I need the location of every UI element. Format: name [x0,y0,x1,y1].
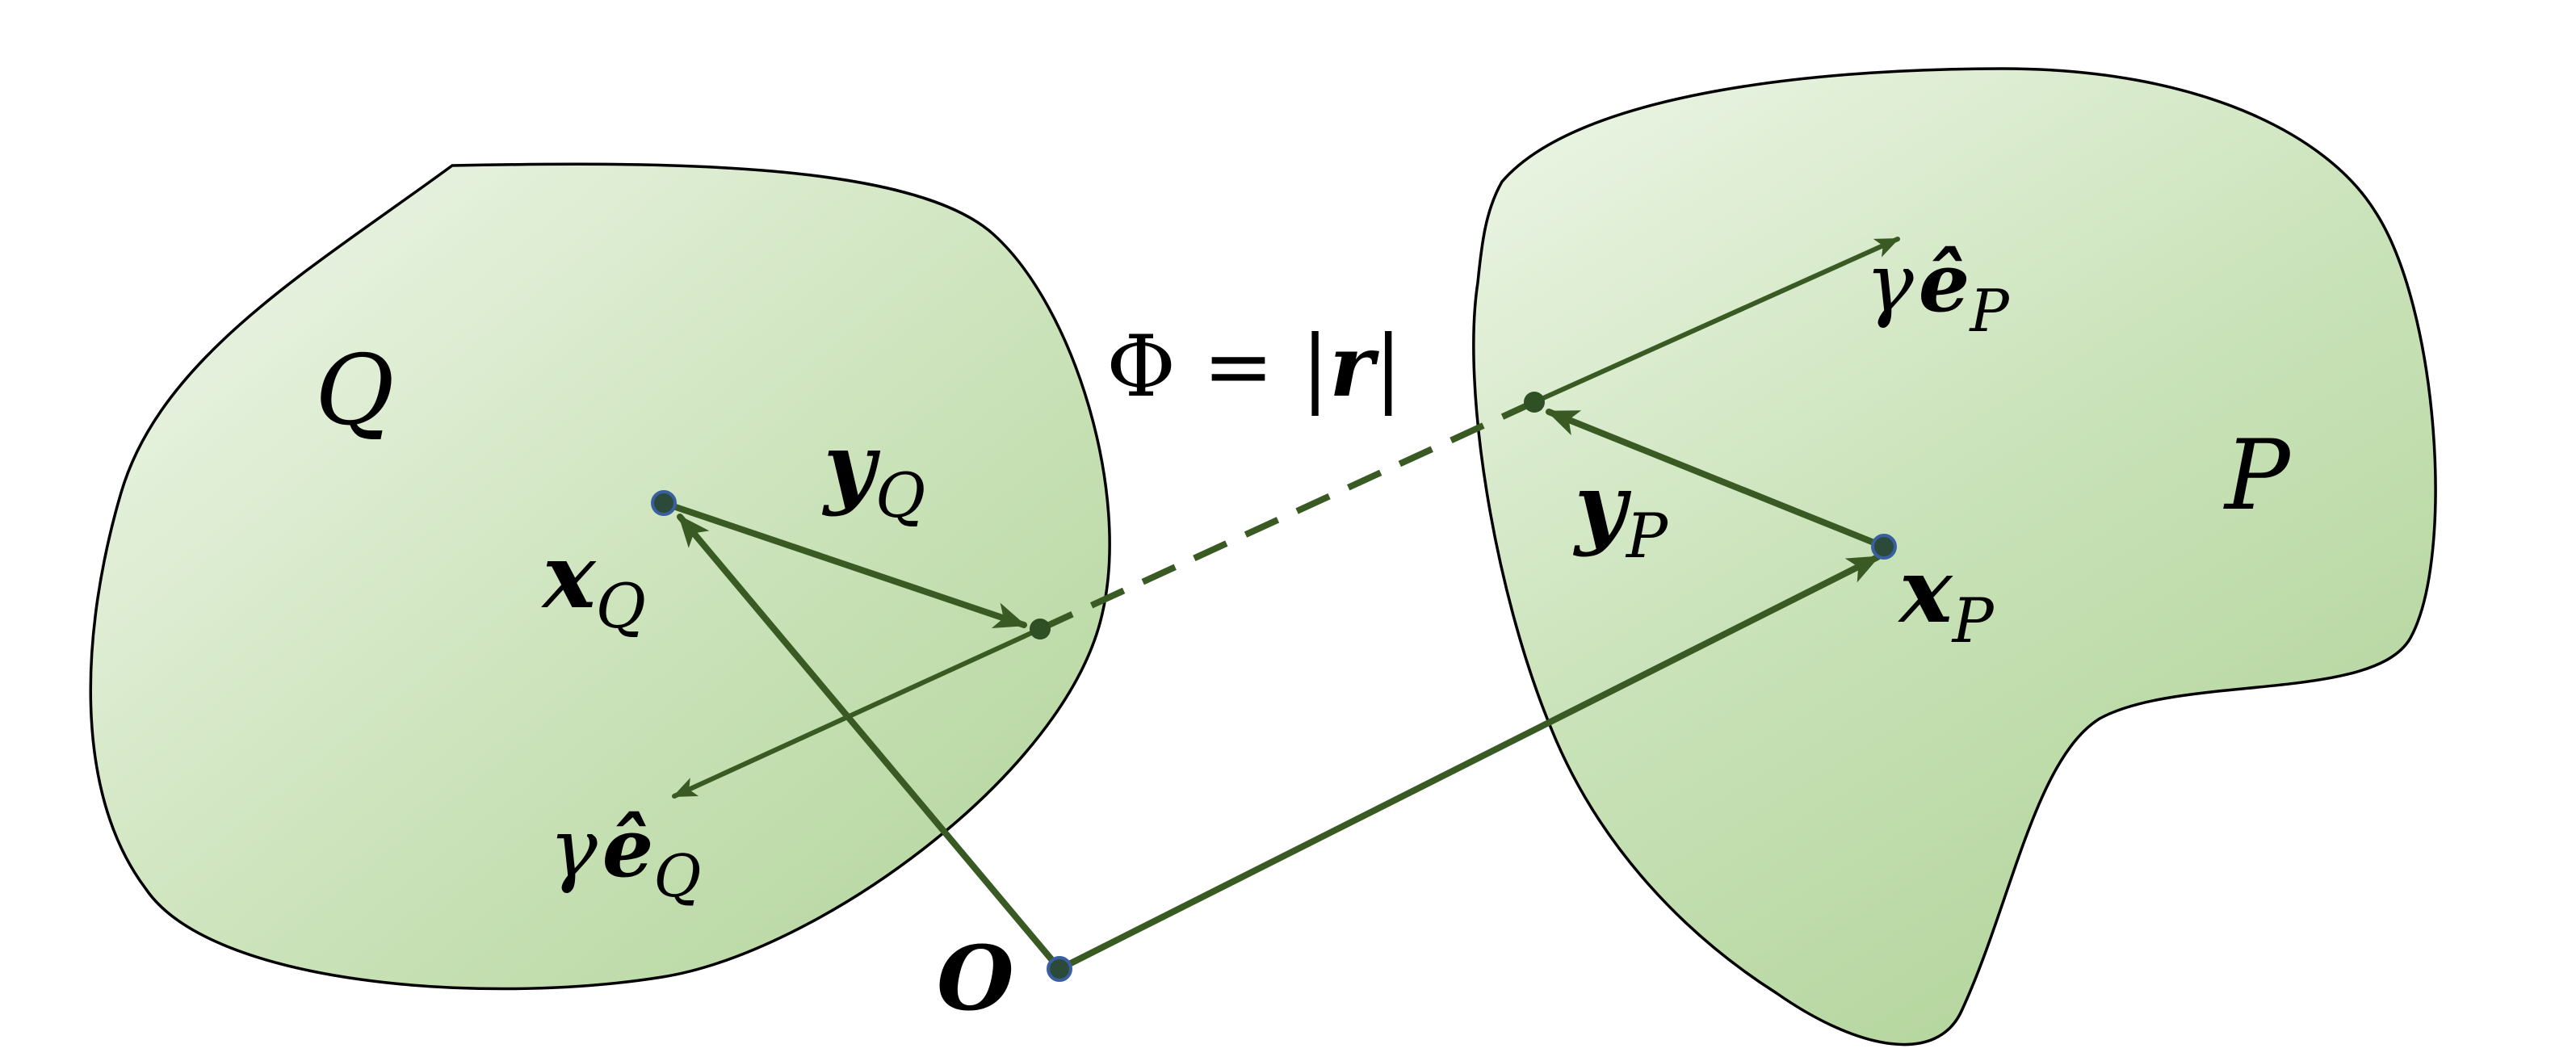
region-p [1472,67,2437,1046]
label-region-p: P [2223,420,2292,532]
label-y-q: yQ [821,413,925,531]
label-e-q: γêQ [549,800,701,910]
point-x-q [651,490,677,516]
label-y-p: yP [1572,454,1669,572]
point-surface-q [1030,619,1051,640]
vector-y-p [1546,409,1887,550]
vector-x-q [677,514,1063,972]
point-origin [1047,956,1072,982]
vector-y-q [661,500,1027,629]
label-e-p: γêP [1865,235,2010,345]
vector-e-p [1532,237,1900,405]
vector-x-p [1056,554,1881,972]
point-x-p [1871,534,1897,560]
label-region-q: Q [315,335,394,447]
separation-dashed-line [1038,399,1536,632]
label-phi-equation: Φ = |r| [1106,316,1403,416]
label-x-q: xQ [541,524,646,642]
region-q [89,162,1111,991]
vector-e-q [672,627,1043,799]
label-origin: O [937,926,1014,1030]
point-surface-p [1524,392,1545,413]
label-x-p: xP [1898,539,1995,656]
